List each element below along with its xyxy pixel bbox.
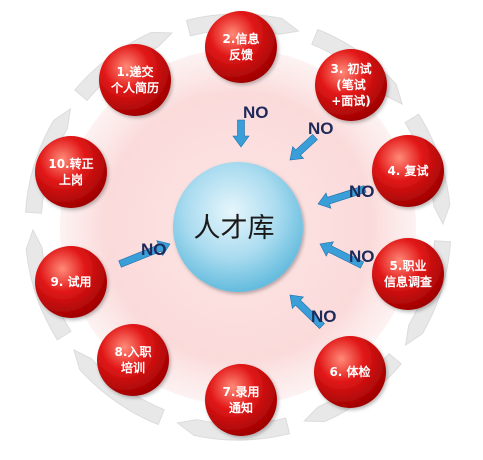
node-label: 上岗 — [59, 172, 83, 187]
node-circle — [35, 136, 107, 208]
node-label: 8.入职 — [115, 345, 152, 359]
node-circle — [315, 49, 387, 121]
node-circle — [372, 238, 444, 310]
no-arrow-label: NO — [349, 247, 375, 266]
no-arrows: NO NO NO NO NO NO — [118, 103, 375, 329]
no-arrow-label: NO — [308, 119, 334, 138]
node-circle — [35, 246, 107, 318]
node-label: 反馈 — [229, 47, 253, 62]
node-circle — [372, 135, 444, 207]
node-label: +面试) — [331, 93, 371, 108]
node-circle — [99, 44, 171, 116]
node-label: 10.转正 — [48, 156, 93, 171]
node-label: 个人简历 — [110, 80, 159, 95]
node-circle — [205, 11, 277, 83]
node-circle — [205, 364, 277, 436]
node-label: 3. 初试 — [330, 61, 371, 76]
node-label: 7.录用 — [223, 385, 260, 399]
node-label: (笔试 — [336, 77, 366, 92]
node-label: 2.信息 — [223, 31, 260, 46]
no-arrow-shape — [317, 185, 367, 209]
node-circle — [314, 336, 386, 408]
no-arrow-label: NO — [349, 182, 375, 201]
center-node: 人才库 — [173, 162, 303, 292]
node-label: 信息调查 — [384, 274, 433, 289]
node-label: 4. 复试 — [387, 163, 428, 178]
node-label: 5.职业 — [390, 258, 427, 273]
node-label: 培训 — [121, 360, 145, 375]
node-circle — [97, 324, 169, 396]
node-label: 1.递交 — [117, 64, 154, 79]
no-arrow-label: NO — [141, 240, 167, 259]
no-arrow-label: NO — [243, 103, 269, 122]
no-arrow-shape — [319, 241, 364, 269]
center-circle — [173, 162, 303, 292]
no-arrow-shape — [289, 134, 318, 161]
node-label: 通知 — [229, 400, 253, 415]
center-label: 人才库 — [194, 213, 275, 244]
node-label: 9. 试用 — [50, 274, 91, 289]
process-node: 4. 复试 — [372, 135, 444, 207]
process-node: 6. 体检 — [314, 336, 386, 408]
no-arrow-shape — [118, 240, 171, 268]
node-label: 6. 体检 — [329, 364, 370, 379]
process-node: 3. 初试(笔试+面试) — [315, 49, 387, 121]
no-arrow-label: NO — [311, 307, 337, 326]
no-arrow-shape — [232, 119, 250, 148]
process-node: 9. 试用 — [35, 246, 107, 318]
no-arrow-shape — [289, 294, 325, 329]
